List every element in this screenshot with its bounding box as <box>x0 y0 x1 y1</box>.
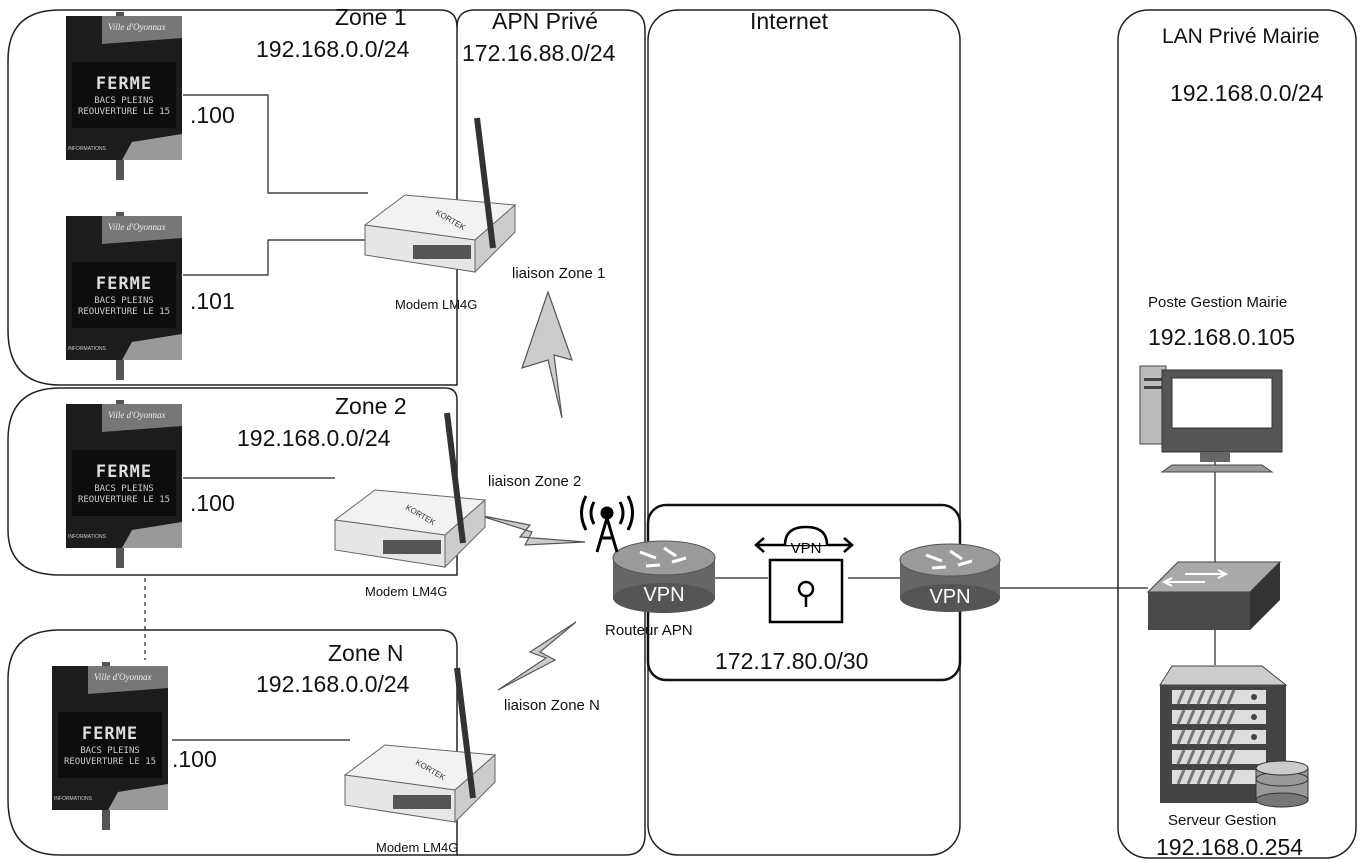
zoneN-subnet: 192.168.0.0/24 <box>256 671 410 697</box>
server-icon <box>1159 665 1288 803</box>
panel-line3: REOUVERTURE LE 15 <box>63 757 157 767</box>
apn-title: APN Privé <box>492 8 599 34</box>
poste-label: Poste Gestion Mairie <box>1148 294 1288 311</box>
panel-line2: BACS PLEINS <box>80 746 140 756</box>
modem-z1-icon: KORTEK <box>363 117 517 274</box>
zone-2-boundary <box>7 387 458 576</box>
zone-1-boundary <box>7 9 458 386</box>
lan-boundary <box>1117 9 1357 859</box>
host-z1-p2: .101 <box>190 288 235 314</box>
panel-brand: Ville d'Oyonnax <box>94 672 152 682</box>
panel-line3: REOUVERTURE LE 15 <box>77 107 171 117</box>
panel-line2: BACS PLEINS <box>94 484 154 494</box>
panel-line1: FERME <box>95 274 153 294</box>
apn-subnet: 172.16.88.0/24 <box>462 40 616 66</box>
switch-icon <box>1146 561 1282 630</box>
zone1-subnet: 192.168.0.0/24 <box>256 36 410 62</box>
panel-line1: FERME <box>95 74 153 94</box>
lock-vpn-text: VPN <box>791 540 822 557</box>
serveur-label: Serveur Gestion <box>1168 812 1277 829</box>
lan-subnet: 192.168.0.0/24 <box>1170 80 1324 106</box>
panel-line1: FERME <box>81 724 139 744</box>
router-apn-label: Routeur APN <box>605 622 693 639</box>
router-apn-vpn-text: VPN <box>643 584 684 606</box>
modem-z2-label: Modem LM4G <box>365 584 448 599</box>
lightning-zn-icon <box>497 621 577 691</box>
panel-brand: Ville d'Oyonnax <box>108 410 166 420</box>
router-apn-icon: VPN <box>612 540 716 613</box>
internet-boundary <box>647 9 961 856</box>
vpn-subnet: 172.17.80.0/30 <box>715 648 869 674</box>
host-z2-p1: .100 <box>190 490 235 516</box>
link-zn-label: liaison Zone N <box>504 697 600 714</box>
panel-line2: BACS PLEINS <box>94 96 154 106</box>
panel-footer: INFORMATIONS <box>68 146 106 152</box>
internet-title: Internet <box>750 8 828 34</box>
modem-z2-icon: KORTEK <box>333 412 487 569</box>
panel-footer: INFORMATIONS <box>68 534 106 540</box>
zone-n-boundary <box>7 629 458 856</box>
database-icon <box>1255 760 1309 808</box>
panel-line3: REOUVERTURE LE 15 <box>77 307 171 317</box>
vpn-lock-icon: VPN <box>754 525 854 624</box>
cable-z1-panel1 <box>183 94 368 194</box>
antenna-icon <box>580 495 634 553</box>
zoneN-title: Zone N <box>328 640 404 666</box>
link-z1-label: liaison Zone 1 <box>512 265 606 282</box>
modem-zn-label: Modem LM4G <box>376 840 459 855</box>
panel-brand: Ville d'Oyonnax <box>108 222 166 232</box>
panel-footer: INFORMATIONS <box>68 346 106 352</box>
apn-boundary <box>456 9 646 856</box>
serveur-ip: 192.168.0.254 <box>1156 834 1304 860</box>
host-z1-p1: .100 <box>190 102 235 128</box>
host-zn-p1: .100 <box>172 746 217 772</box>
lightning-z1-icon <box>521 290 573 419</box>
zone1-title: Zone 1 <box>335 4 407 30</box>
panel-footer: INFORMATIONS <box>54 796 92 802</box>
router-internet-vpn-text: VPN <box>929 586 970 608</box>
lightning-z2-icon <box>477 514 586 546</box>
cable-z1-panel2 <box>183 239 368 276</box>
router-internet-icon: VPN <box>899 543 1001 612</box>
panel-line1: FERME <box>95 462 153 482</box>
link-z2-label: liaison Zone 2 <box>488 473 582 490</box>
lan-title: LAN Privé Mairie <box>1162 25 1320 48</box>
modem-z1-label: Modem LM4G <box>395 297 478 312</box>
poste-ip: 192.168.0.105 <box>1148 324 1296 350</box>
pc-icon <box>1139 365 1283 473</box>
panel-brand: Ville d'Oyonnax <box>108 22 166 32</box>
zone2-subnet: 192.168.0.0/24 <box>237 425 391 451</box>
panel-line3: REOUVERTURE LE 15 <box>77 495 171 505</box>
modem-zn-icon: KORTEK <box>343 667 497 824</box>
panel-line2: BACS PLEINS <box>94 296 154 306</box>
zone2-title: Zone 2 <box>335 393 407 419</box>
